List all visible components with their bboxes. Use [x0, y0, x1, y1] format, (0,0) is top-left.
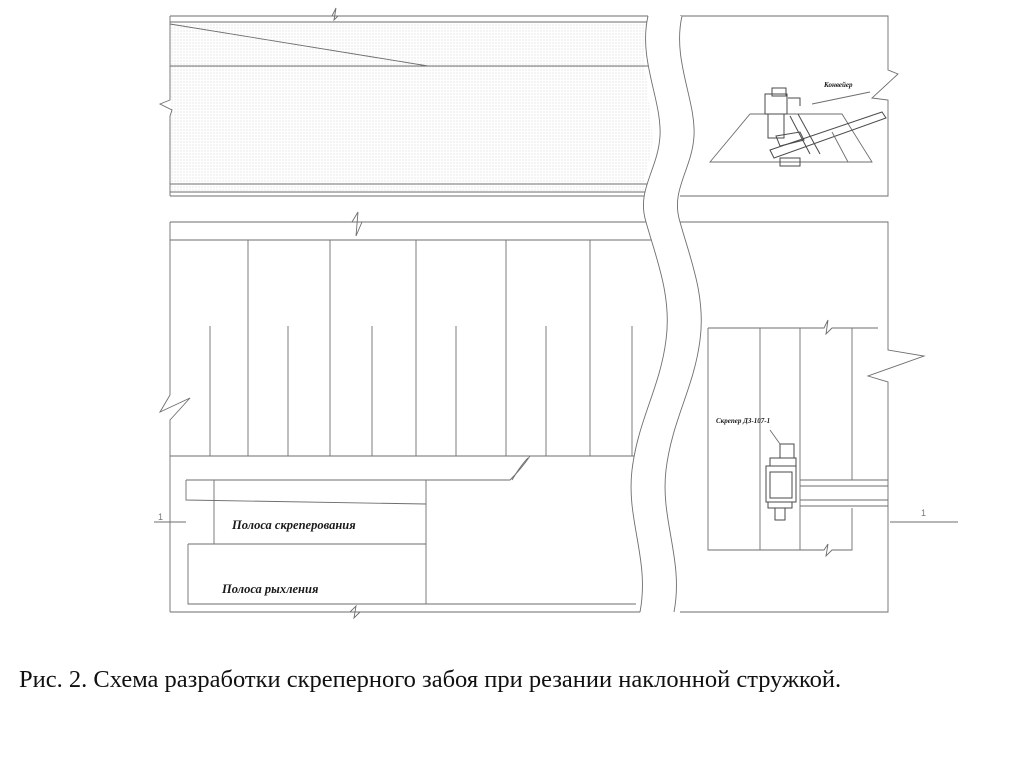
- figure-caption: Рис. 2. Схема разработки скреперного заб…: [19, 666, 842, 693]
- loosening-strip-label: Полоса рыхления: [221, 582, 319, 596]
- section-label-left: 1: [158, 512, 163, 522]
- scraper-label: Скрепер ДЗ-107-1: [716, 417, 770, 425]
- section-label-right: 1: [921, 508, 926, 518]
- scraping-strip-label: Полоса скреперования: [231, 518, 356, 532]
- bottom-panel: Полоса скреперования Полоса рыхления: [154, 211, 958, 620]
- scraper-bay: Скрепер ДЗ-107-1: [707, 319, 888, 558]
- top-panel: Конвейер: [158, 7, 899, 197]
- section-line: 1 1: [154, 508, 958, 523]
- work-strips: Полоса скреперования Полоса рыхления: [185, 455, 636, 605]
- cutting-strips: [209, 240, 633, 456]
- scraper-machine: [765, 429, 797, 521]
- conveyor-loading-point: Конвейер: [709, 81, 887, 167]
- break-line: [630, 15, 702, 613]
- conveyor-label: Конвейер: [823, 81, 853, 89]
